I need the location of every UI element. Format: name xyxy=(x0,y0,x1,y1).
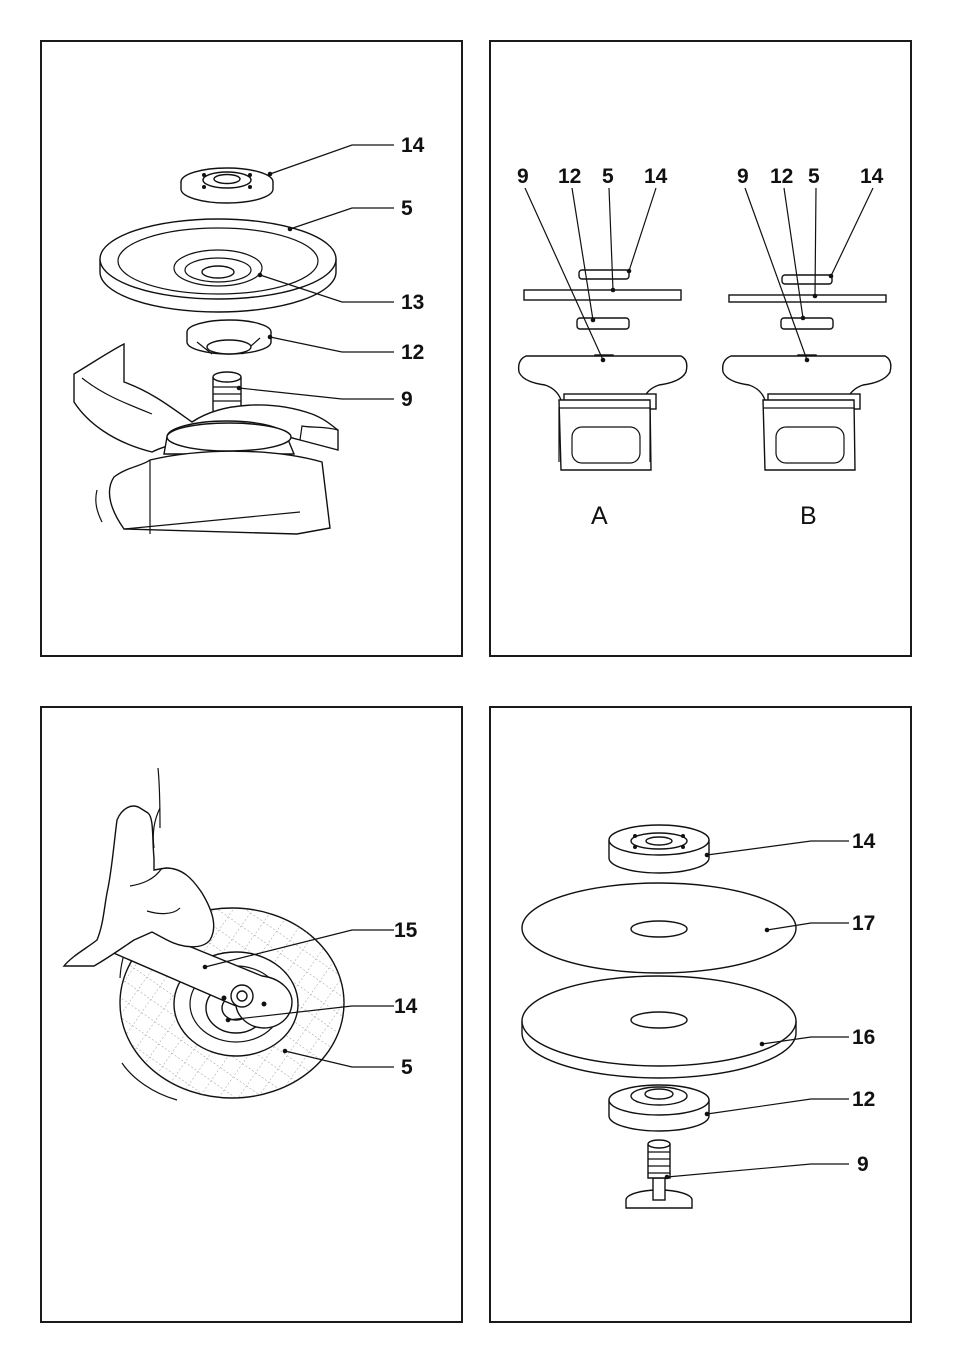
panel-assembly-exploded: 14 5 13 12 9 xyxy=(40,40,463,657)
label-lock-nut: 14 xyxy=(401,134,425,157)
grinding-wheel-part xyxy=(100,219,336,312)
label-b-wheel: 5 xyxy=(808,165,820,188)
assembly-exploded-diagram: 14 5 13 12 9 xyxy=(42,42,465,659)
backing-pad-part xyxy=(522,976,796,1078)
label-a-lock-nut: 14 xyxy=(644,165,668,188)
cross-section-diagram: 9 12 5 14 A 9 12 5 14 B xyxy=(491,42,914,659)
inner-flange-part xyxy=(609,1085,709,1131)
label-b-lock-nut: 14 xyxy=(860,165,884,188)
label-hub: 13 xyxy=(401,291,424,314)
wrench-tightening-diagram: 15 14 5 xyxy=(42,708,465,1325)
label-b-inner-flange: 12 xyxy=(770,165,793,188)
label-wheel: 5 xyxy=(401,1056,413,1079)
caption-a: A xyxy=(591,502,608,530)
abrasive-disc-part xyxy=(522,883,796,973)
lock-nut-part xyxy=(181,168,273,203)
label-spindle: 9 xyxy=(401,388,413,411)
hand-part xyxy=(64,768,214,966)
label-wheel: 5 xyxy=(401,197,413,220)
panel-wrench-tightening: 15 14 5 xyxy=(40,706,463,1323)
panel-cross-section: 9 12 5 14 A 9 12 5 14 B xyxy=(489,40,912,657)
variant-a-section xyxy=(519,270,687,470)
label-lock-nut: 14 xyxy=(394,995,418,1018)
label-wrench: 15 xyxy=(394,919,418,942)
label-abrasive-disc: 17 xyxy=(852,912,875,935)
label-inner-flange: 12 xyxy=(401,341,424,364)
panel-sanding-disc-assembly: 14 17 16 12 9 xyxy=(489,706,912,1323)
variant-b-section xyxy=(723,275,891,470)
lock-nut-part xyxy=(609,825,709,873)
label-b-spindle: 9 xyxy=(737,165,749,188)
caption-b: B xyxy=(800,502,817,530)
inner-flange-part xyxy=(187,320,271,354)
label-lock-nut: 14 xyxy=(852,830,876,853)
sanding-disc-assembly-diagram: 14 17 16 12 9 xyxy=(491,708,914,1325)
label-spindle: 9 xyxy=(857,1153,869,1176)
label-backing-pad: 16 xyxy=(852,1026,875,1049)
label-a-spindle: 9 xyxy=(517,165,529,188)
spindle-part xyxy=(626,1140,692,1208)
label-inner-flange: 12 xyxy=(852,1088,875,1111)
label-a-inner-flange: 12 xyxy=(558,165,581,188)
label-a-wheel: 5 xyxy=(602,165,614,188)
